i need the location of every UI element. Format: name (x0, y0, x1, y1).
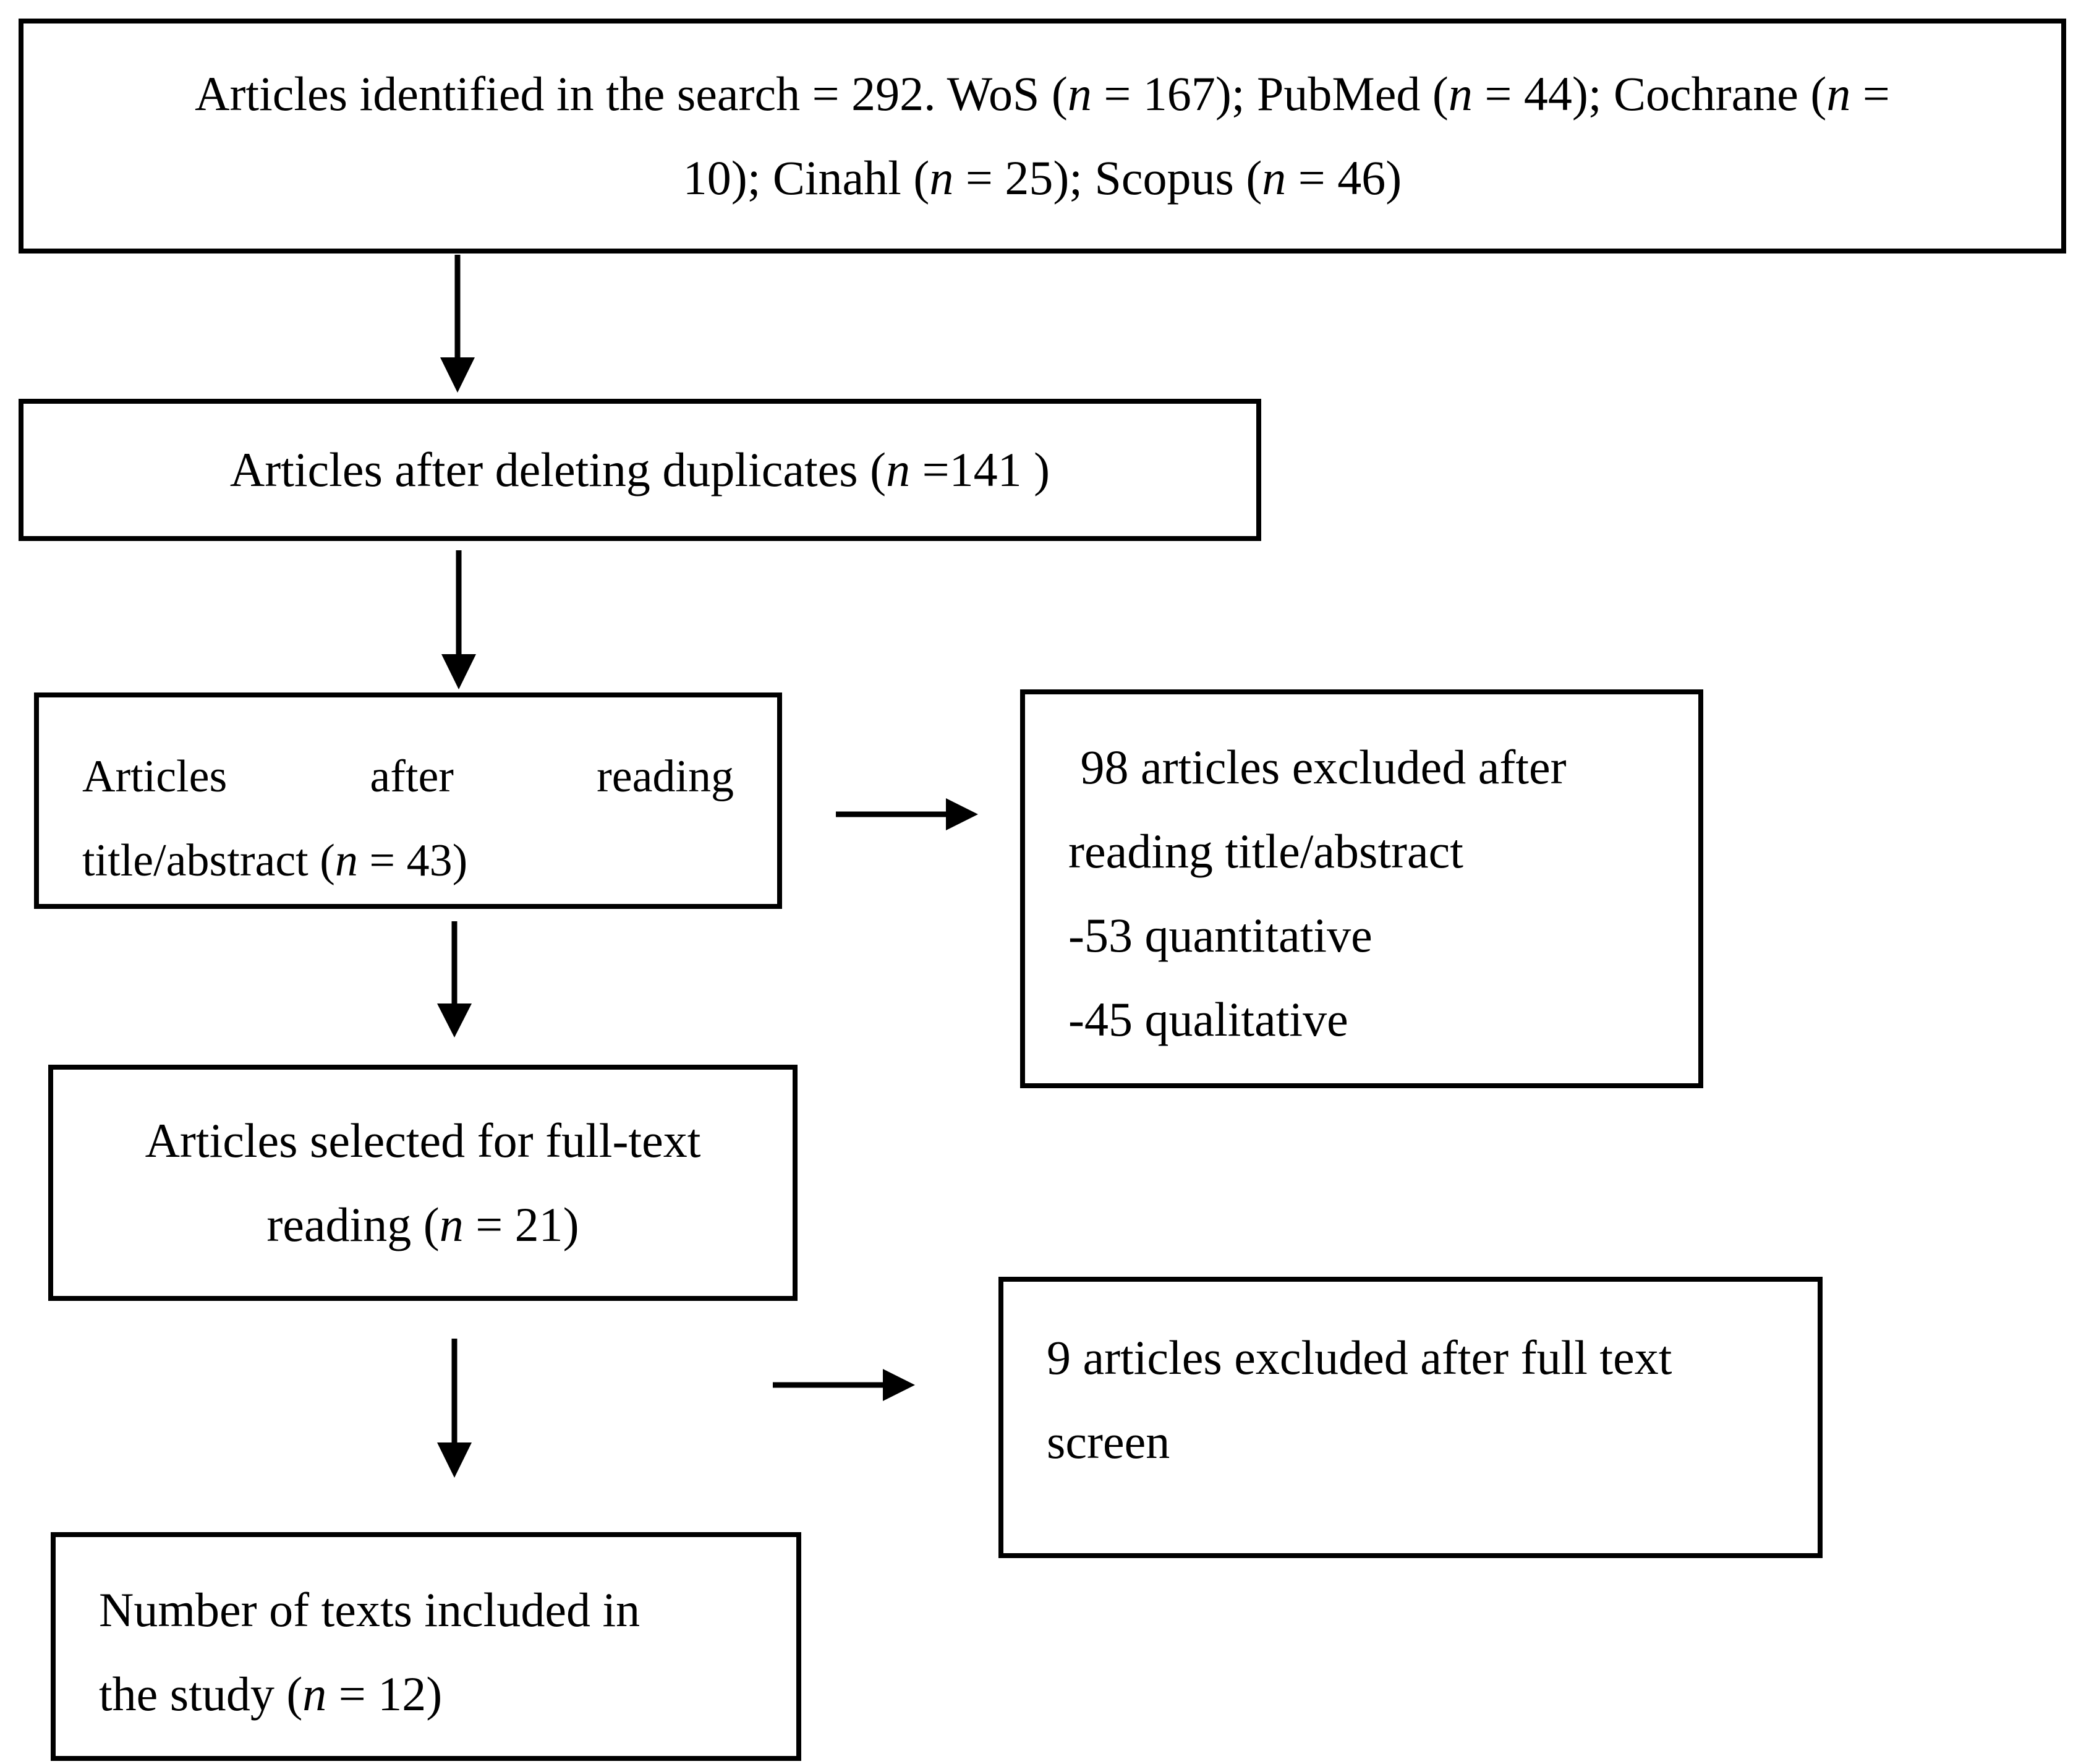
arrow-fulltext-to-included (437, 1339, 472, 1478)
excluded-full-text-box: 9 articles excluded after full text scre… (998, 1277, 1823, 1558)
full-text-line-1: Articles selected for full-text (145, 1114, 701, 1167)
title-abstract-line-1: Articles after reading (82, 751, 734, 802)
included-line-1: Number of texts included in (99, 1583, 640, 1637)
excluded-title-line-2: reading title/abstract (1068, 824, 1463, 878)
excluded-title-line-4: -45 qualitative (1068, 992, 1348, 1046)
arrow-title-to-fulltext (437, 921, 472, 1038)
dedup-box: Articles after deleting duplicates (n =1… (19, 399, 1261, 541)
excluded-title-line-1: 98 articles excluded after (1068, 740, 1567, 794)
excluded-title-line-3: -53 quantitative (1068, 908, 1372, 962)
arrow-fulltext-to-excluded (773, 1369, 915, 1401)
arrow-title-to-excluded (836, 798, 978, 830)
excluded-full-line-1: 9 articles excluded after full text (1047, 1331, 1672, 1384)
full-text-box: Articles selected for full-text reading … (48, 1065, 798, 1301)
arrow-dedup-to-title (441, 550, 476, 689)
dedup-text: Articles after deleting duplicates (n =1… (229, 443, 1050, 496)
included-line-2: the study (n = 12) (99, 1667, 443, 1721)
excluded-full-line-2: screen (1047, 1415, 1170, 1468)
title-abstract-box: Articles after reading title/abstract (n… (34, 692, 782, 909)
excluded-title-abstract-box: 98 articles excluded after reading title… (1020, 689, 1703, 1088)
identified-line-2: 10); Cinahl (n = 25); Scopus (n = 46) (683, 151, 1402, 205)
identified-box: Articles identified in the search = 292.… (19, 19, 2066, 254)
full-text-line-2: reading (n = 21) (266, 1198, 579, 1251)
title-abstract-line-2: title/abstract (n = 43) (82, 835, 468, 886)
full-text-text: Articles selected for full-text reading … (145, 1099, 701, 1267)
identified-text: Articles identified in the search = 292.… (195, 52, 1890, 220)
identified-line-1: Articles identified in the search = 292.… (195, 67, 1890, 121)
included-box: Number of texts included in the study (n… (51, 1532, 801, 1761)
arrow-identified-to-dedup (440, 255, 475, 393)
